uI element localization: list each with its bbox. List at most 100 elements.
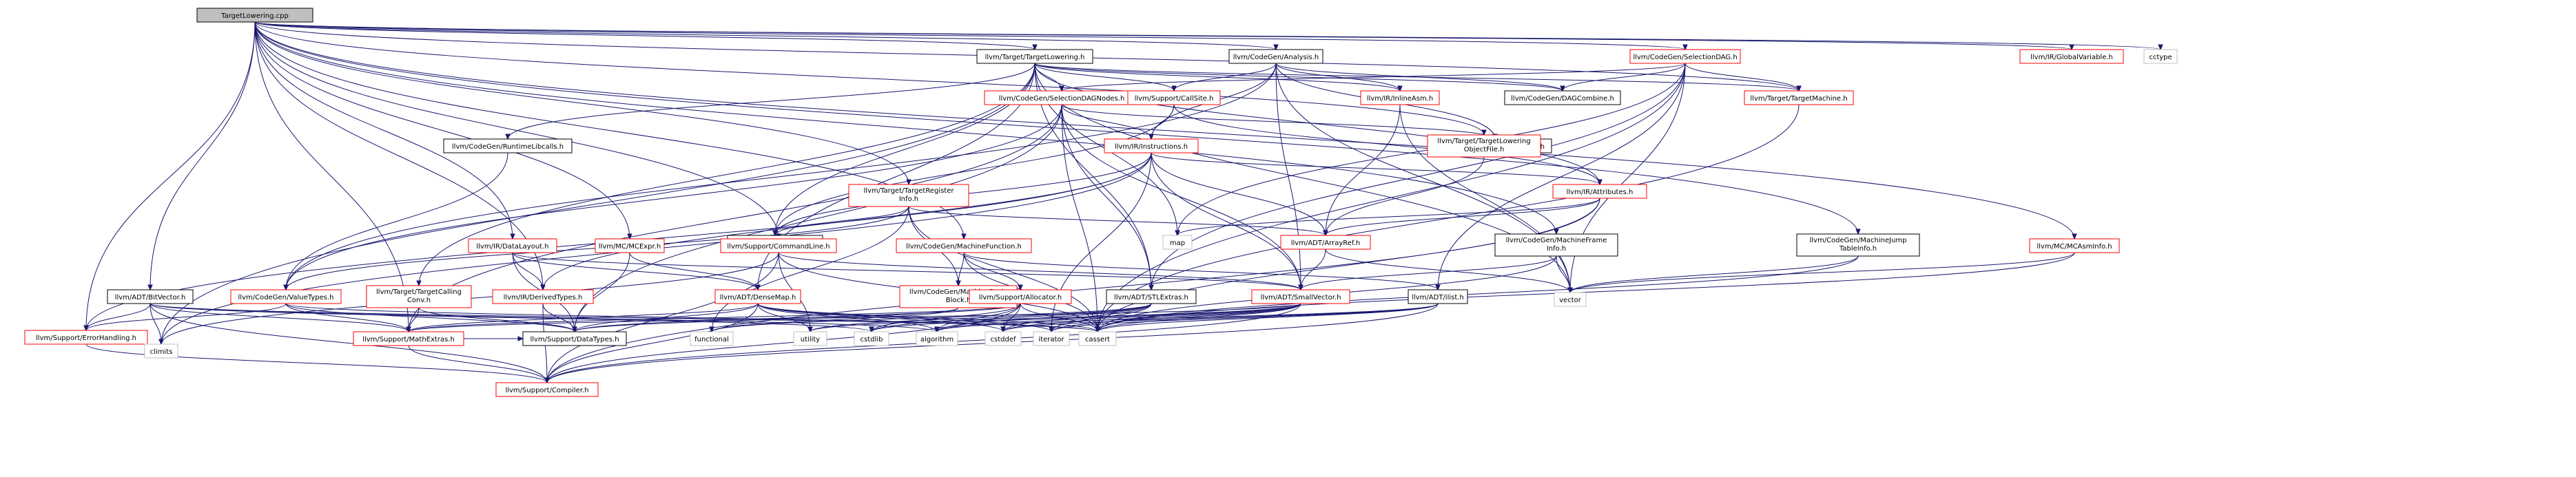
node-compiler[interactable]: llvm/Support/Compiler.h [495,382,599,397]
node-sdag[interactable]: llvm/CodeGen/SelectionDAG.h [1629,49,1741,64]
node-datatypes[interactable]: llvm/Support/DataTypes.h [522,331,627,346]
node-box [595,238,665,253]
node-box [1360,90,1440,105]
node-label: vector [1559,297,1582,304]
node-cmdline[interactable]: llvm/Support/CommandLine.h [720,238,837,253]
node-mf[interactable]: llvm/CodeGen/MachineFunction.h [896,238,1032,253]
node-box [1554,292,1587,307]
node-allocator[interactable]: llvm/Support/Allocator.h [969,289,1072,304]
node-box [1033,331,1070,346]
node-box [690,331,734,346]
edge-root-to-sdag [254,21,1688,51]
node-attributes[interactable]: llvm/IR/Attributes.h [1552,184,1647,199]
edge-root-to-bitvector [147,21,256,291]
node-cga[interactable]: llvm/CodeGen/Analysis.h [1228,49,1323,64]
edge-cga-to-callsite [1171,63,1277,92]
node-label: llvm/Target/TargetMachine.h [1750,95,1847,103]
node-stlextras[interactable]: llvm/ADT/STLExtras.h [1106,289,1197,304]
edge-cga-to-smallvector [1275,63,1304,291]
node-label: TargetLowering.cpp [220,12,289,20]
node-box [896,238,1032,253]
node-sdn[interactable]: llvm/CodeGen/SelectionDAGNodes.h [984,90,1140,105]
node-derivedtypes[interactable]: llvm/IR/DerivedTypes.h [492,289,594,304]
node-smallvector[interactable]: llvm/ADT/SmallVector.h [1251,289,1350,304]
node-mathextras[interactable]: llvm/Support/MathExtras.h [353,331,464,346]
node-inlineasm[interactable]: llvm/IR/InlineAsm.h [1360,90,1440,105]
node-instructions[interactable]: llvm/IR/Instructions.h [1104,138,1199,153]
node-gv[interactable]: llvm/IR/GlobalVariable.h [2019,49,2124,64]
node-dagcombine[interactable]: llvm/CodeGen/DAGCombine.h [1504,90,1621,105]
node-ilist[interactable]: llvm/ADT/ilist.h [1408,289,1468,304]
node-box [1127,90,1221,105]
edge-root-to-errorhandling [83,21,256,332]
node-mcexpr[interactable]: llvm/MC/MCExpr.h [595,238,665,253]
edge-datalayout-to-derivedtypes [512,252,546,291]
edge-allocator-to-datatypes [572,303,1021,333]
node-label: llvm/Support/DataTypes.h [530,336,619,343]
node-datalayout[interactable]: llvm/IR/DataLayout.h [468,238,557,253]
edge-tri-to-arrayref [908,206,1328,237]
node-box [107,289,194,304]
node-box [2029,238,2120,253]
edge-root-to-mcexpr [254,21,632,240]
node-label: llvm/IR/DerivedTypes.h [504,294,583,301]
node-label: cstddef [991,336,1016,343]
edge-root-to-cctype [254,21,2163,51]
edge-root-to-mfi [254,21,1559,235]
node-box [1408,289,1468,304]
edge-ilist-to-iterator [1049,303,1439,333]
edge-smallvector-to-cstdlib [869,303,1301,333]
node-callsite[interactable]: llvm/Support/CallSite.h [1127,90,1221,105]
node-tm[interactable]: llvm/Target/TargetMachine.h [1744,90,1854,105]
edge-mf-to-allocator [963,252,1023,291]
node-errorhandling[interactable]: llvm/Support/ErrorHandling.h [24,330,148,345]
graph-edges [83,21,2163,384]
node-label: algorithm [920,336,954,343]
edge-tli-to-inlineasm [1034,63,1403,92]
node-box [976,49,1093,64]
edge-root-to-mcasminfo [254,21,2077,240]
node-bitvector[interactable]: llvm/ADT/BitVector.h [107,289,194,304]
node-box [230,289,342,304]
node-label: llvm/Support/CommandLine.h [727,243,830,251]
edge-instructions-to-attributes [1151,152,1603,186]
node-tli[interactable]: llvm/Target/TargetLowering.h [976,49,1093,64]
node-label: llvm/Support/ErrorHandling.h [36,335,136,342]
node-label: llvm/IR/InlineAsm.h [1367,95,1434,103]
edge-mathextras-to-compiler [408,345,550,384]
node-rtlibcalls[interactable]: llvm/CodeGen/RuntimeLibcalls.h [443,138,573,153]
node-label: llvm/ADT/STLExtras.h [1114,294,1188,301]
edge-attributes-to-arrayref [1323,198,1600,237]
edge-cga-to-inlineasm [1275,63,1403,92]
node-densemap[interactable]: llvm/ADT/DenseMap.h [714,289,801,304]
edge-mf-to-ilist [963,252,1441,291]
edge-sdag-to-tm [1684,63,1802,92]
node-box [1106,289,1197,304]
node-box [969,289,1072,304]
node-box [848,184,969,207]
node-label: llvm/Target/TargetLowering.h [985,54,1085,61]
node-valuetypes[interactable]: llvm/CodeGen/ValueTypes.h [230,289,342,304]
node-label: llvm/CodeGen/DAGCombine.h [1511,95,1614,103]
node-label: llvm/IR/DataLayout.h [476,243,548,251]
edge-valuetypes-to-errorhandling [83,303,287,332]
edge-sdn-to-smallvector [1061,104,1304,291]
node-mcasminfo[interactable]: llvm/MC/MCAsmInfo.h [2029,238,2120,253]
node-iterator: iterator [1033,331,1070,346]
node-label: llvm/CodeGen/Analysis.h [1233,54,1319,61]
node-label: cassert [1085,336,1110,343]
node-box [144,343,178,359]
node-arrayref[interactable]: llvm/ADT/ArrayRef.h [1280,235,1371,250]
edge-densemap-to-datatypes [572,303,759,333]
node-box [1427,134,1541,158]
node-root: TargetLowering.cpp [196,8,313,23]
node-label: cctype [2149,54,2172,61]
